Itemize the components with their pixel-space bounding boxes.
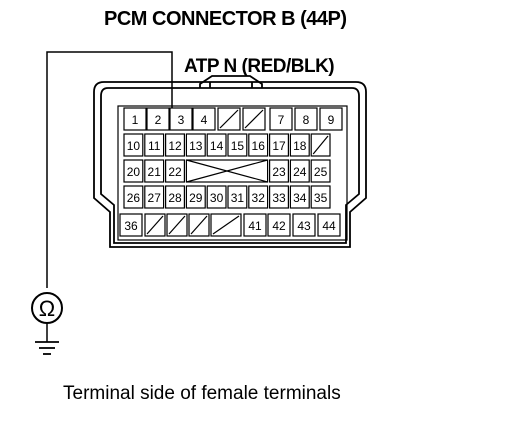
terminal-31 xyxy=(227,185,248,209)
terminal-21 xyxy=(144,159,165,183)
terminal-35 xyxy=(310,185,331,209)
terminal-15 xyxy=(227,133,248,157)
pin-number: 16 xyxy=(252,139,266,153)
terminal-10 xyxy=(123,133,144,157)
pin-number: 11 xyxy=(148,139,161,153)
ohmmeter: Ω xyxy=(31,292,63,342)
pin-number: 35 xyxy=(314,191,328,205)
terminal-29 xyxy=(185,185,206,209)
pin-number: 18 xyxy=(293,139,307,153)
pin-number: 12 xyxy=(168,139,182,153)
pin-number: 20 xyxy=(127,165,141,179)
unused-cavity-slash xyxy=(219,109,239,129)
pin-number: 17 xyxy=(272,139,286,153)
pin-number: 7 xyxy=(278,113,285,127)
pin-number: 27 xyxy=(148,191,162,205)
unused-cavity-slash xyxy=(168,215,186,235)
pin-number: 28 xyxy=(168,191,182,205)
pin-number: 31 xyxy=(231,191,245,205)
terminal-20 xyxy=(123,159,144,183)
terminal-41 xyxy=(243,213,267,237)
pin-number: 9 xyxy=(328,113,335,127)
terminal-33 xyxy=(269,185,290,209)
terminal-12 xyxy=(165,133,186,157)
pin-number: 34 xyxy=(293,191,307,205)
terminal-43 xyxy=(292,213,316,237)
pin-number: 42 xyxy=(272,219,286,233)
probe-wire xyxy=(46,51,173,288)
wire-label: ATP N (RED/BLK) xyxy=(184,56,335,77)
pin-number: 25 xyxy=(314,165,328,179)
terminal-1 xyxy=(123,107,147,131)
pin-number: 29 xyxy=(189,191,203,205)
pin-number: 15 xyxy=(231,139,245,153)
terminal-23 xyxy=(269,159,290,183)
pin-number: 8 xyxy=(303,113,310,127)
terminal-28 xyxy=(165,185,186,209)
unused-cavity-slash xyxy=(212,215,240,235)
terminal-4 xyxy=(192,107,216,131)
terminal-27 xyxy=(144,185,165,209)
pin-number: 1 xyxy=(132,113,139,127)
pin-number: 30 xyxy=(210,191,224,205)
terminal-16 xyxy=(248,133,269,157)
terminal-18 xyxy=(289,133,310,157)
pin-number: 43 xyxy=(297,219,311,233)
terminal-24 xyxy=(289,159,310,183)
terminal-7 xyxy=(269,107,293,131)
unused-cavity-slash xyxy=(146,215,164,235)
pin-number: 41 xyxy=(248,219,262,233)
blank-block-cross xyxy=(186,159,268,183)
pin-number: 33 xyxy=(272,191,286,205)
pin-number: 36 xyxy=(124,219,138,233)
terminal-9 xyxy=(319,107,343,131)
ohm-symbol: Ω xyxy=(39,296,55,321)
pin-number: 4 xyxy=(201,113,208,127)
terminal-44 xyxy=(317,213,341,237)
unused-cavity-slash xyxy=(312,135,329,155)
terminal-25 xyxy=(310,159,331,183)
pin-number: 3 xyxy=(178,113,185,127)
terminal-34 xyxy=(289,185,310,209)
terminal-3 xyxy=(169,107,193,131)
terminal-2 xyxy=(146,107,170,131)
terminal-11 xyxy=(144,133,165,157)
pin-number: 14 xyxy=(210,139,224,153)
pin-number: 13 xyxy=(189,139,203,153)
terminal-14 xyxy=(206,133,227,157)
unused-cavity-slash xyxy=(244,109,264,129)
pin-grid-frame xyxy=(117,105,348,241)
pin-number: 21 xyxy=(148,165,162,179)
pin-number: 44 xyxy=(322,219,336,233)
terminal-8 xyxy=(294,107,318,131)
diagram-caption: Terminal side of female terminals xyxy=(63,383,341,404)
pin-number: 10 xyxy=(127,139,141,153)
terminal-32 xyxy=(248,185,269,209)
pin-number: 22 xyxy=(168,165,182,179)
ground-icon xyxy=(35,341,59,355)
pin-number: 26 xyxy=(127,191,141,205)
pin-number: 2 xyxy=(155,113,162,127)
connector-housing xyxy=(93,75,367,248)
terminal-30 xyxy=(206,185,227,209)
unused-cavity-slash xyxy=(190,215,208,235)
connector-title: PCM CONNECTOR B (44P) xyxy=(104,8,347,30)
terminal-42 xyxy=(267,213,291,237)
pin-number: 24 xyxy=(293,165,307,179)
pin-number: 32 xyxy=(252,191,266,205)
pin-number: 23 xyxy=(272,165,286,179)
terminal-36 xyxy=(119,213,143,237)
terminal-22 xyxy=(165,159,186,183)
terminal-17 xyxy=(269,133,290,157)
terminal-26 xyxy=(123,185,144,209)
terminal-13 xyxy=(185,133,206,157)
